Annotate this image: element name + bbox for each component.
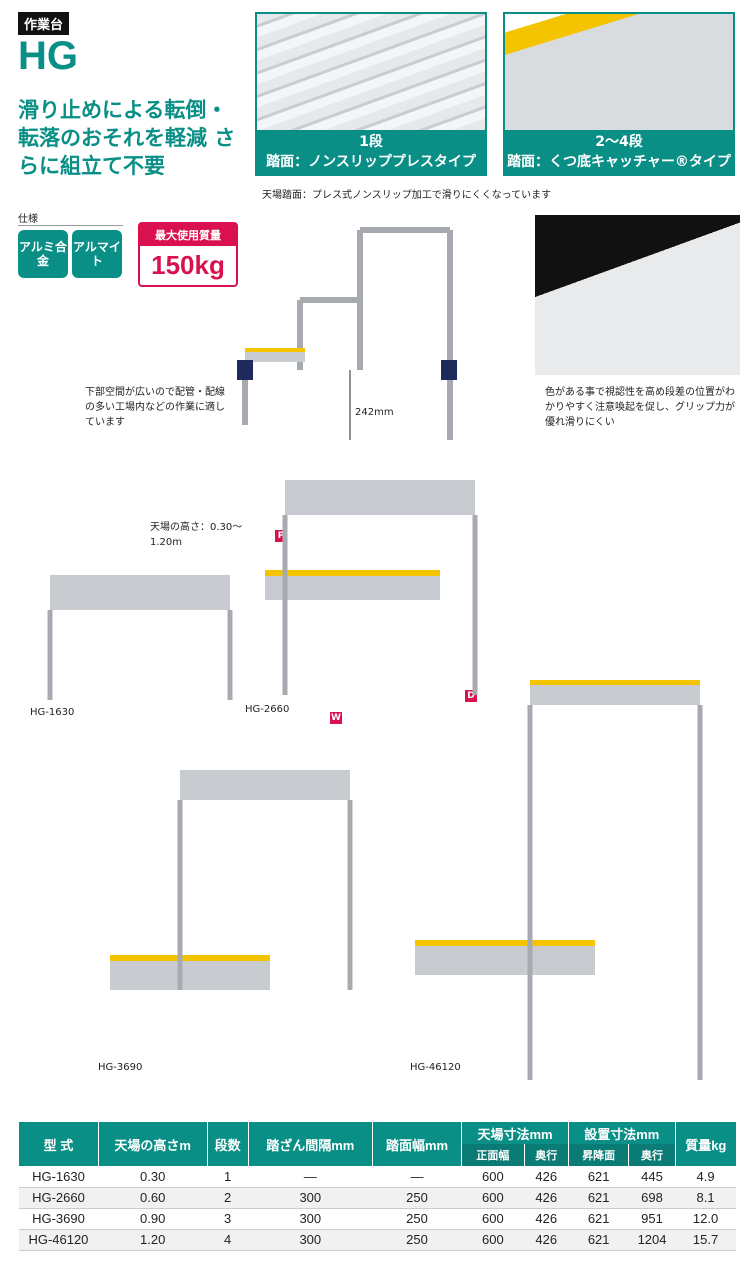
model-label-3: HG-3690 bbox=[98, 1062, 143, 1073]
photo-caption-line1: 2〜4段 bbox=[595, 134, 643, 150]
table-cell: — bbox=[248, 1166, 373, 1188]
th-mass: 質量kg bbox=[674, 1122, 736, 1166]
spec-label: 仕様 bbox=[18, 214, 38, 225]
th-height: 天場の高さm bbox=[97, 1122, 207, 1166]
th-install-width: 昇降面 bbox=[567, 1144, 629, 1166]
alumite-badge: アルマイト bbox=[72, 230, 122, 278]
th-model: 型 式 bbox=[18, 1122, 99, 1166]
photo-caption-line1: 1段 bbox=[359, 134, 383, 150]
table-cell: HG-3690 bbox=[18, 1208, 99, 1230]
table-cell: 698 bbox=[628, 1187, 676, 1209]
table-cell: 621 bbox=[568, 1208, 629, 1230]
table-cell: 1 bbox=[207, 1166, 249, 1188]
table-cell: 0.90 bbox=[98, 1208, 207, 1230]
table-cell: 0.30 bbox=[98, 1166, 207, 1188]
photo-caption-line2: 踏面：くつ底キャッチャー®タイプ bbox=[507, 154, 731, 170]
spec-table: 型 式 天場の高さm 段数 踏ざん間隔mm 踏面幅mm 天場寸法mm 設置寸法m… bbox=[18, 1122, 736, 1251]
table-cell: 250 bbox=[372, 1229, 462, 1251]
th-install-depth: 奥行 bbox=[628, 1144, 676, 1166]
table-cell: HG-46120 bbox=[18, 1229, 99, 1251]
shoe-photo bbox=[535, 215, 740, 375]
category-tag: 作業台 bbox=[18, 12, 70, 35]
w-marker: W bbox=[330, 712, 342, 724]
divider bbox=[18, 225, 123, 226]
table-cell: 600 bbox=[461, 1208, 525, 1230]
table-cell: 4.9 bbox=[675, 1166, 736, 1188]
photo-catcher: 2〜4段踏面：くつ底キャッチャー®タイプ bbox=[503, 12, 735, 176]
table-cell: 600 bbox=[461, 1166, 525, 1188]
table-cell: 15.7 bbox=[675, 1229, 736, 1251]
th-top: 天場寸法mm bbox=[461, 1122, 569, 1144]
table-cell: 3 bbox=[207, 1208, 249, 1230]
model-title: HG bbox=[18, 34, 78, 78]
max-load-title: 最大使用質量 bbox=[140, 224, 236, 246]
table-cell: 600 bbox=[461, 1187, 525, 1209]
table-cell: HG-1630 bbox=[18, 1166, 99, 1188]
space-note: 下部空間が広いので配管・配線の多い工場内などの作業に適しています bbox=[85, 387, 225, 428]
table-cell: 621 bbox=[568, 1229, 629, 1251]
table-cell: 300 bbox=[248, 1187, 373, 1209]
table-cell: 1.20 bbox=[98, 1229, 207, 1251]
photo-caption-line2: 踏面：ノンスリッププレスタイプ bbox=[266, 154, 476, 170]
table-cell: 426 bbox=[524, 1166, 569, 1188]
table-cell: 250 bbox=[372, 1208, 462, 1230]
table-cell: 0.60 bbox=[98, 1187, 207, 1209]
table-cell: 300 bbox=[248, 1229, 373, 1251]
model-label-4: HG-46120 bbox=[410, 1062, 461, 1073]
table-cell: 426 bbox=[524, 1187, 569, 1209]
th-steps: 段数 bbox=[206, 1122, 249, 1166]
table-cell: 250 bbox=[372, 1187, 462, 1209]
table-cell: 8.1 bbox=[675, 1187, 736, 1209]
th-top-depth: 奥行 bbox=[523, 1144, 569, 1166]
table-cell: 621 bbox=[568, 1166, 629, 1188]
table-cell: HG-2660 bbox=[18, 1187, 99, 1209]
max-load-box: 最大使用質量 150kg bbox=[138, 222, 238, 287]
model-label-1: HG-1630 bbox=[30, 707, 75, 718]
th-pitch: 踏ざん間隔mm bbox=[247, 1122, 373, 1166]
height-note: 天場の高さ：0.30〜1.20m bbox=[150, 522, 243, 548]
photo-note: 天場踏面：プレス式ノンスリップ加工で滑りにくくなっています bbox=[262, 190, 552, 201]
table-cell: 4 bbox=[207, 1229, 249, 1251]
table-cell: 445 bbox=[628, 1166, 676, 1188]
color-note: 色がある事で視認性を高め段差の位置がわかりやすく注意喚起を促し、グリップ力が優れ… bbox=[545, 387, 735, 428]
table-cell: — bbox=[372, 1166, 462, 1188]
table-cell: 426 bbox=[524, 1229, 569, 1251]
table-cell: 12.0 bbox=[675, 1208, 736, 1230]
product-illustrations bbox=[47, 480, 703, 1080]
th-width: 踏面幅mm bbox=[371, 1122, 462, 1166]
tread-photo bbox=[257, 14, 485, 130]
headline: 滑り止めによる転倒・転落のおそれを軽減 さらに組立て不要 bbox=[18, 98, 236, 178]
table-cell: 621 bbox=[568, 1187, 629, 1209]
th-install: 設置寸法mm bbox=[567, 1122, 676, 1144]
photo-nonslip: 1段踏面：ノンスリッププレスタイプ bbox=[255, 12, 487, 176]
max-load-value: 150kg bbox=[151, 250, 225, 280]
model-label-2: HG-2660 bbox=[245, 704, 290, 715]
tread-photo-yellow bbox=[505, 14, 733, 130]
table-cell: 2 bbox=[207, 1187, 249, 1209]
table-cell: 951 bbox=[628, 1208, 676, 1230]
ladder-side-illustration bbox=[237, 227, 457, 440]
th-top-width: 正面幅 bbox=[461, 1144, 525, 1166]
table-cell: 600 bbox=[461, 1229, 525, 1251]
table-cell: 1204 bbox=[628, 1229, 676, 1251]
aluminum-badge: アルミ合金 bbox=[18, 230, 68, 278]
table-cell: 300 bbox=[248, 1208, 373, 1230]
table-cell: 426 bbox=[524, 1208, 569, 1230]
dim-242: 242mm bbox=[355, 407, 394, 418]
